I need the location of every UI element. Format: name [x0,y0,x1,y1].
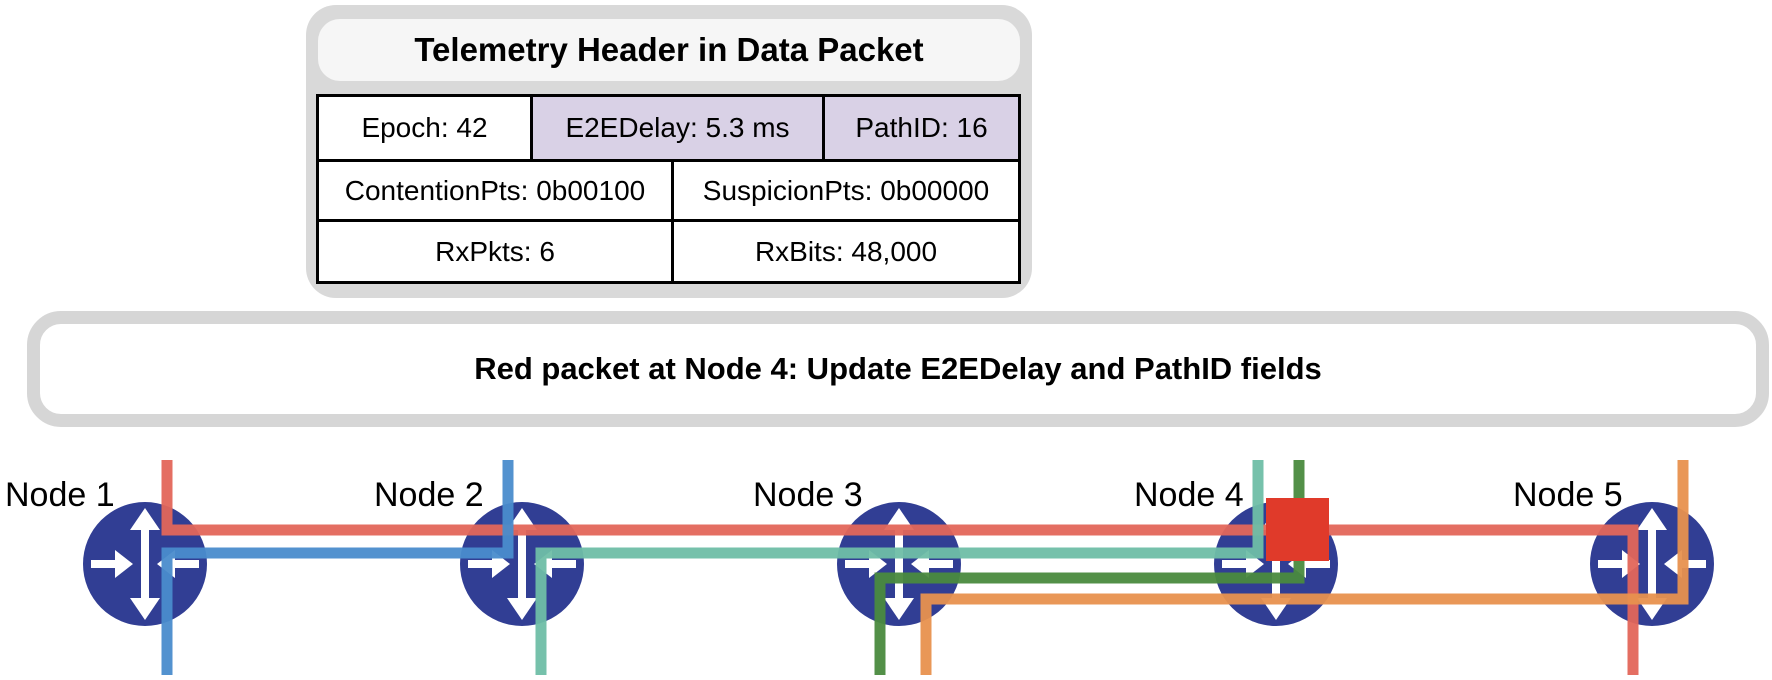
node-5-label: Node 5 [1513,476,1623,514]
e2edelay-field: E2EDelay: 5.3 ms [530,97,822,159]
node-2-label: Node 2 [374,476,484,514]
table-row: ContentionPts: 0b00100 SuspicionPts: 0b0… [319,162,1018,222]
pathid-field: PathID: 16 [822,97,1018,159]
router-icon [460,502,584,626]
table-row: RxPkts: 6 RxBits: 48,000 [319,222,1018,281]
contention-pts-field: ContentionPts: 0b00100 [344,174,646,206]
rxbits-field: RxBits: 48,000 [671,222,1018,281]
rxpkts-field: RxPkts: 6 [435,235,555,267]
table-row: Epoch: 42 E2EDelay: 5.3 ms PathID: 16 [319,97,1018,162]
red-packet [1266,498,1329,561]
node-4-label: Node 4 [1134,476,1244,514]
teal-flow-path [535,460,1264,675]
node-1-label: Node 1 [5,476,115,514]
router-icon [83,502,207,626]
epoch-field: Epoch: 42 [361,112,488,143]
telemetry-header-panel: Telemetry Header in Data Packet Epoch: 4… [306,5,1032,298]
orange-flow-path [920,460,1689,675]
node-3-label: Node 3 [753,476,863,514]
telemetry-header-table: Epoch: 42 E2EDelay: 5.3 ms PathID: 16 Co… [316,94,1021,284]
status-banner: Red packet at Node 4: Update E2EDelay an… [27,311,1769,427]
router-icon [837,502,961,626]
router-icon [1590,502,1714,626]
suspicion-pts-field: SuspicionPts: 0b00000 [671,162,1018,219]
blue-flow-path [161,460,514,675]
telemetry-header-title: Telemetry Header in Data Packet [318,19,1020,81]
